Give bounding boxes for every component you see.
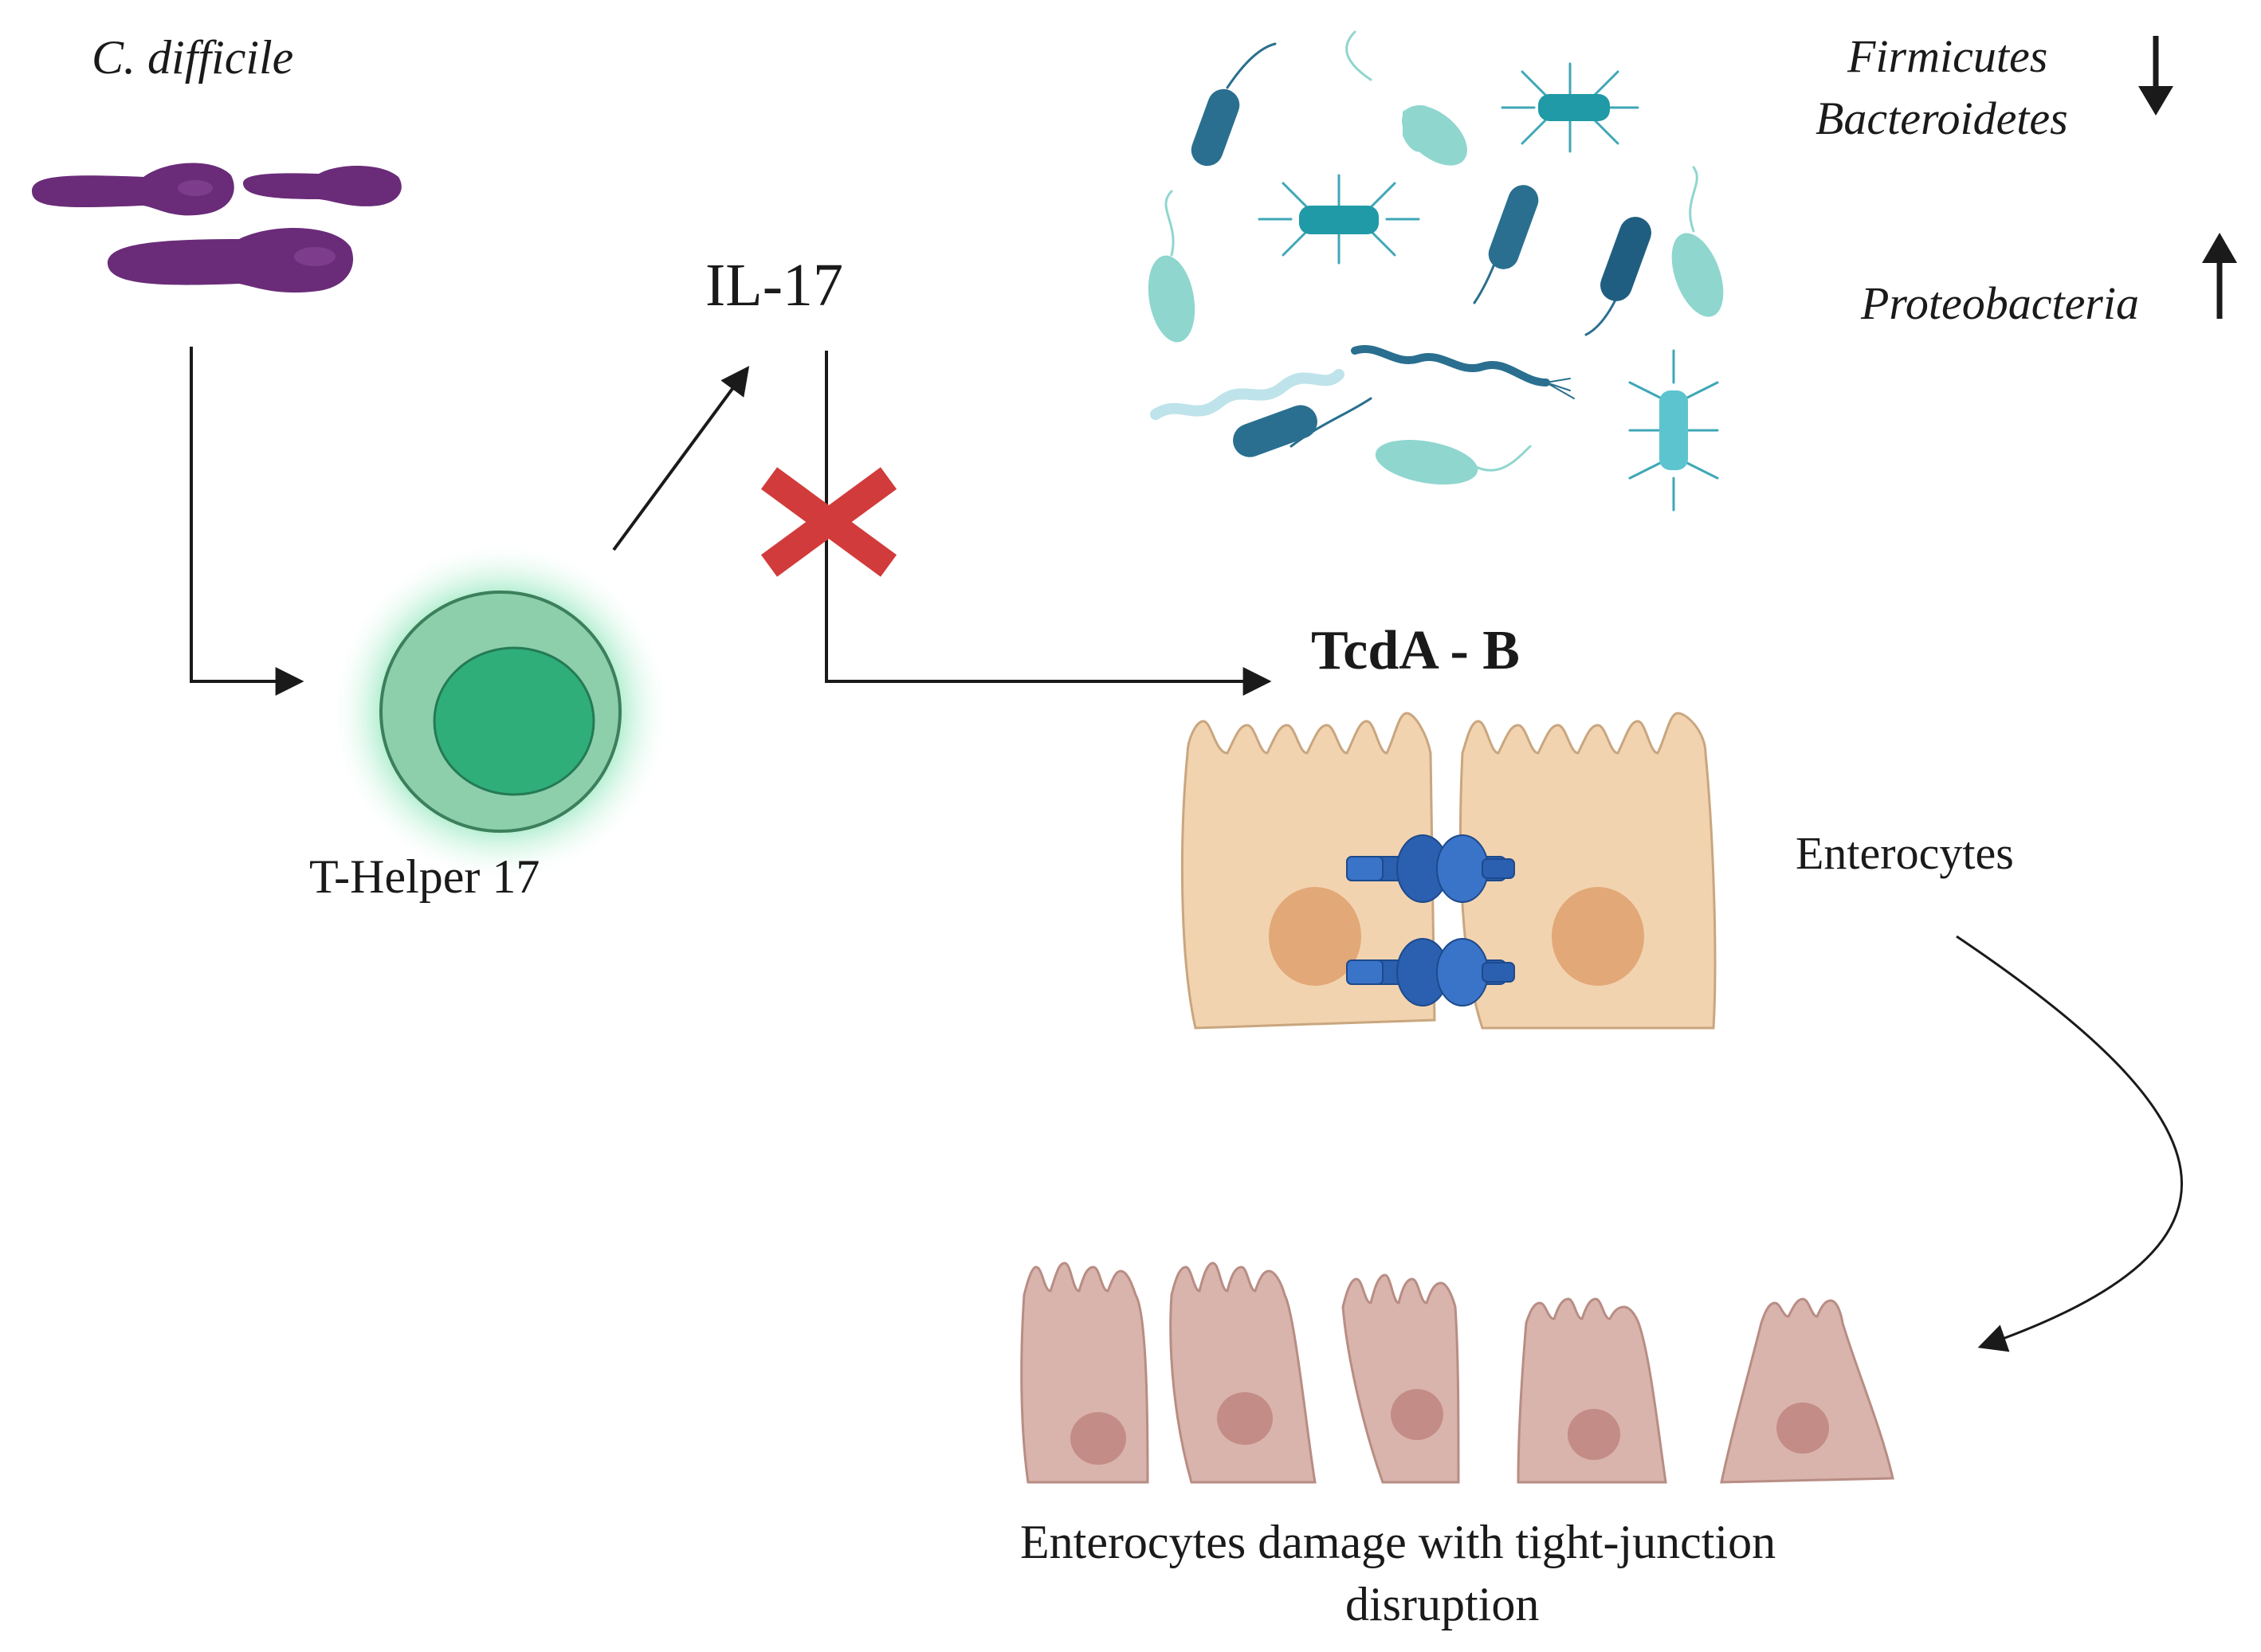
arrow-th17-to-il17: [612, 366, 750, 551]
microbiota-increased-1: Proteobacteria: [1861, 277, 2139, 329]
damaged-enterocytes-icon: [1020, 1262, 1894, 1484]
pathogen-label: C. difficile: [92, 31, 294, 84]
tight-junction-icon: [1346, 834, 1515, 1007]
th17-cell-icon: [329, 540, 672, 883]
microbiota-decreased-1: Firmicutes: [1847, 30, 2048, 82]
enterocytes-label: Enterocytes: [1796, 827, 2014, 879]
toxin-label: TcdA - B: [1311, 620, 1520, 681]
cytokine-label: IL-17: [705, 252, 844, 319]
arrow-il17-to-tcda: [825, 351, 1272, 696]
c-difficile-bacteria-icon: [32, 163, 402, 293]
microbiota-decreased-2: Bacteroidetes: [1815, 92, 2068, 144]
damage-caption-line2: disruption: [1345, 1578, 1540, 1630]
healthy-enterocytes-icon: [1180, 712, 1717, 1030]
arrow-to-damage: [1956, 935, 2184, 1352]
arrow-cdiff-to-th17: [190, 347, 304, 696]
block-x-icon: [760, 467, 897, 577]
damaged-nuclei-icon: [1070, 1389, 1829, 1465]
damage-caption-line1: Enterocytes damage with tight-junction: [1020, 1516, 1776, 1568]
microbiota-cluster-icon: [1148, 30, 1724, 512]
increase-arrow-icon: [2202, 233, 2237, 319]
th17-label: T-Helper 17: [309, 850, 540, 903]
decrease-arrow-icon: [2138, 36, 2173, 116]
